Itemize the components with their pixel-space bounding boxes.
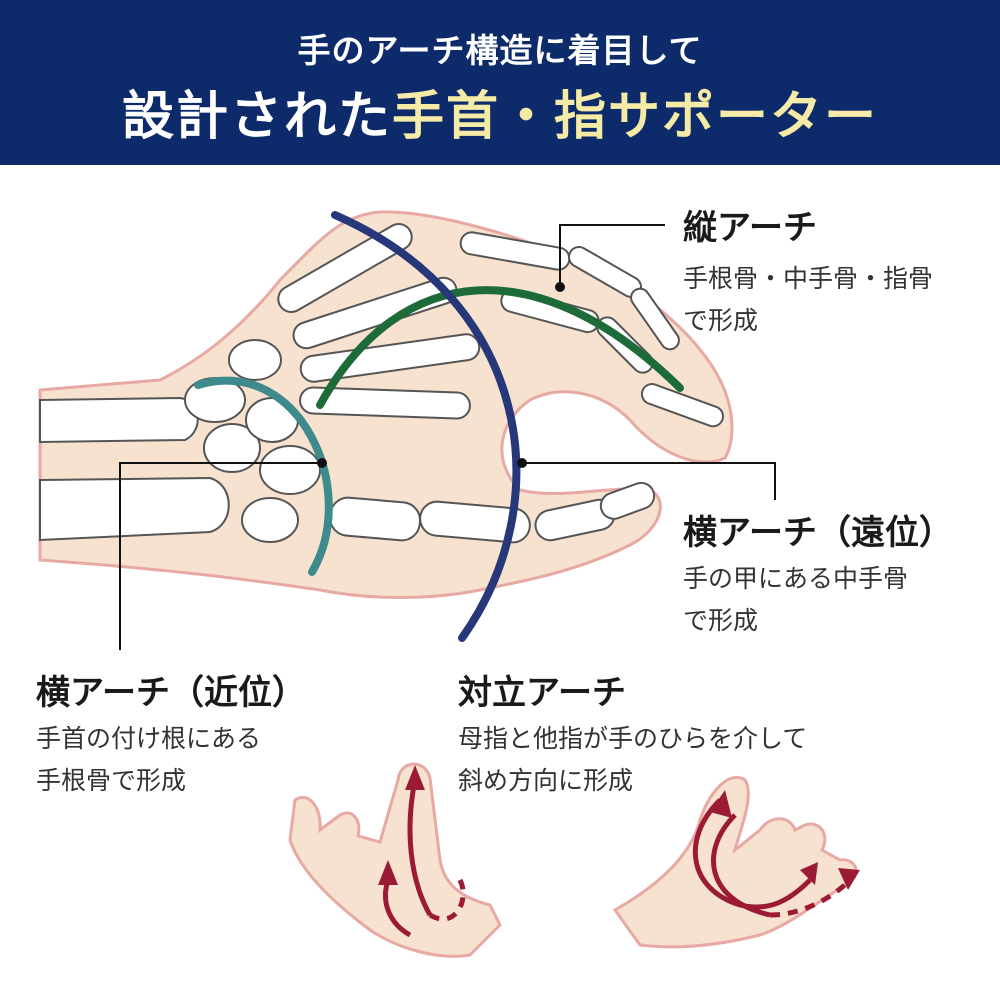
transverse-distal-arch-desc-1: 手の甲にある中手骨 <box>683 564 909 593</box>
opposition-arch-desc-1: 母指と他指が手のひらを介して <box>458 724 808 753</box>
longitudinal-arch-marker <box>555 282 565 292</box>
longitudinal-arch-curve <box>316 286 684 409</box>
opposition-arch-title: 対立アーチ <box>458 673 626 713</box>
banner-title-white: 設計された <box>121 87 392 147</box>
banner-title: 設計された手首・指サポーター <box>0 74 1000 149</box>
opposition-arch-desc-2: 斜め方向に形成 <box>458 766 634 795</box>
transverse-distal-arch-title: 横アーチ（遠位） <box>683 513 953 553</box>
transverse-proximal-arch-curve <box>194 376 333 576</box>
opposition-hand-left-illustration <box>288 762 502 958</box>
longitudinal-arch-desc-1: 手根骨・中手骨・指骨 <box>683 264 934 293</box>
longitudinal-arch-title: 縦アーチ <box>683 208 817 248</box>
opposition-hand-right-illustration <box>612 776 860 949</box>
transverse-proximal-arch-desc-1: 手首の付け根にある <box>36 724 262 753</box>
banner-subtitle: 手のアーチ構造に着目して <box>297 31 703 70</box>
transverse-distal-arch-curve <box>331 211 521 642</box>
leader-lines <box>119 224 776 650</box>
longitudinal-arch-desc-2: で形成 <box>683 306 759 335</box>
hand-skeleton-illustration <box>38 210 734 599</box>
transverse-proximal-arch-marker <box>317 458 327 468</box>
transverse-distal-arch-marker <box>517 458 527 468</box>
banner-title-highlight: 手首・指サポーター <box>392 87 879 147</box>
transverse-proximal-arch-title: 横アーチ（近位） <box>36 673 306 713</box>
transverse-distal-arch-desc-2: で形成 <box>683 606 759 635</box>
transverse-proximal-arch-desc-2: 手根骨で形成 <box>36 766 187 795</box>
title-banner: 手のアーチ構造に着目して 設計された手首・指サポーター <box>0 0 1000 165</box>
